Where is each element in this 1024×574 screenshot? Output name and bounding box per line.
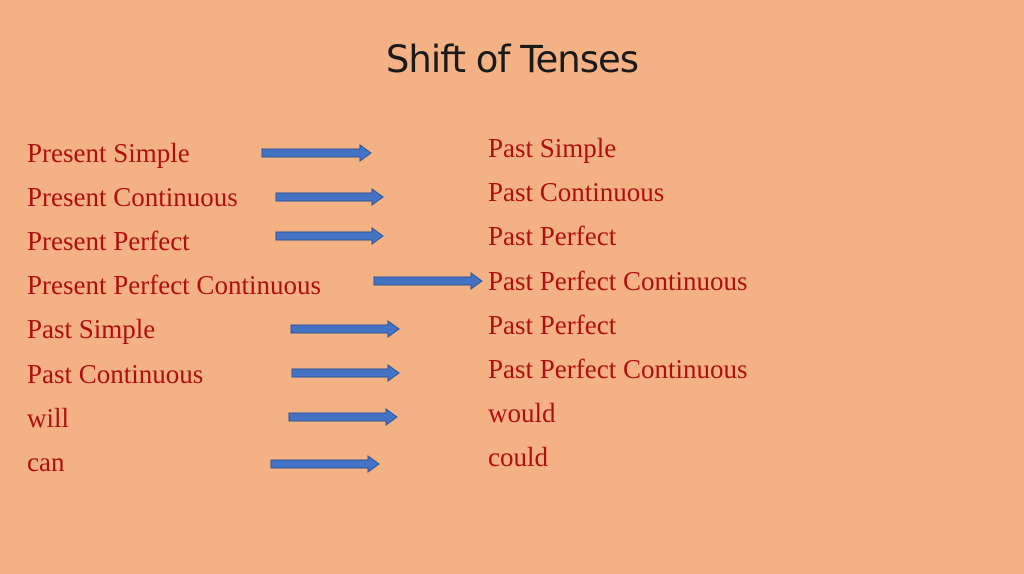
right-arrow-icon — [270, 455, 380, 473]
target-tense: would — [488, 398, 556, 428]
right-arrow-icon — [290, 320, 400, 338]
source-tense: Present Perfect Continuous — [27, 270, 321, 300]
target-tense: Past Perfect Continuous — [488, 354, 748, 384]
target-tense: Past Continuous — [488, 177, 665, 207]
source-tense: can — [27, 447, 65, 477]
right-arrow-icon — [373, 272, 483, 290]
source-tense: Present Continuous — [27, 182, 238, 212]
right-arrow-icon — [261, 144, 372, 162]
right-arrow-icon — [275, 227, 384, 245]
target-tense: Past Perfect — [488, 310, 617, 340]
right-arrow-icon — [275, 188, 384, 206]
source-tense: Past Continuous — [27, 359, 204, 389]
right-arrow-icon — [288, 408, 398, 426]
target-tense: Past Perfect — [488, 221, 617, 251]
target-tense: Past Perfect Continuous — [488, 266, 748, 296]
source-tense: Present Perfect — [27, 226, 190, 256]
source-tense: Past Simple — [27, 314, 156, 344]
target-tense: could — [488, 442, 548, 472]
target-tense: Past Simple — [488, 133, 617, 163]
source-tense: Present Simple — [27, 138, 190, 168]
right-arrow-icon — [291, 364, 400, 382]
source-tense: will — [27, 403, 70, 433]
slide-title: Shift of Tenses — [385, 38, 639, 81]
